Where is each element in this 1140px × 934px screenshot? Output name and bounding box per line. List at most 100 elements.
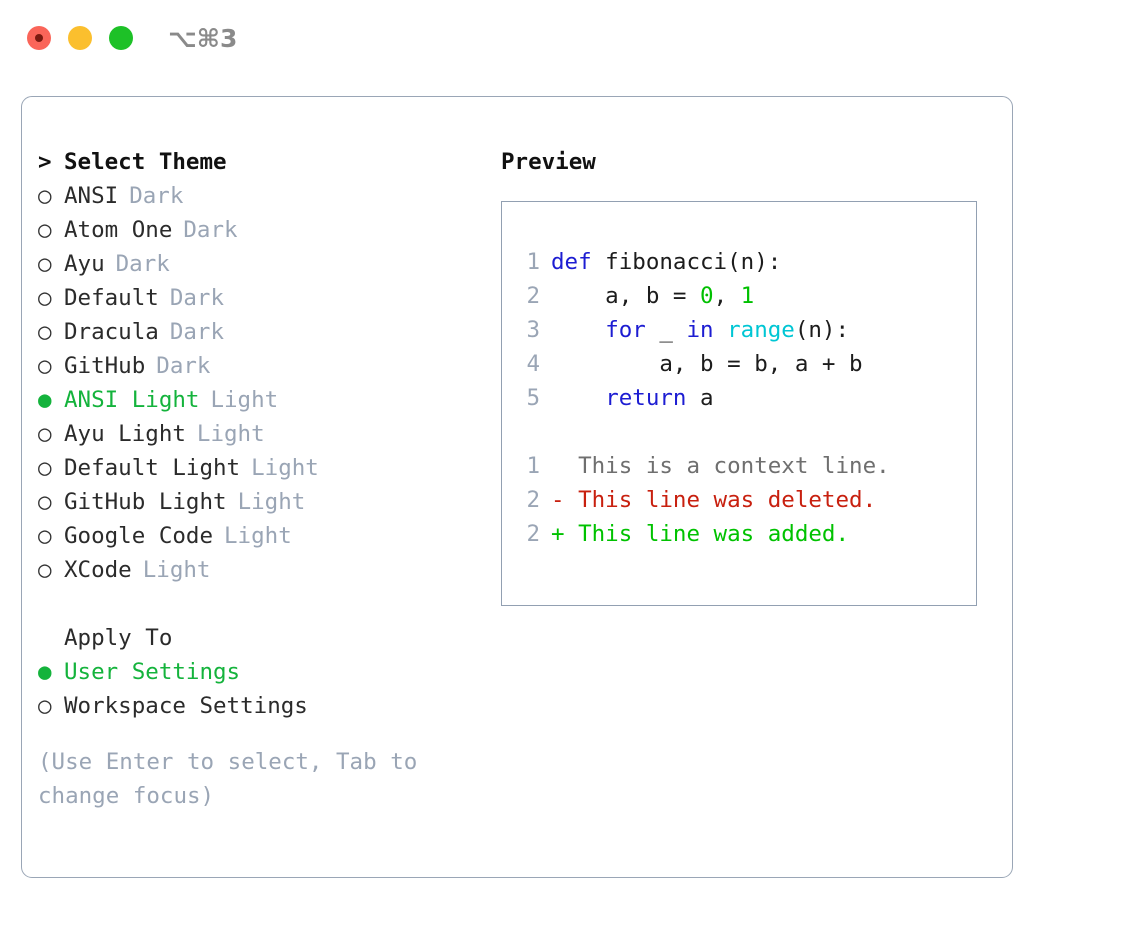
theme-name: Ayu bbox=[64, 251, 105, 277]
diff-line-context: 1 This is a context line. bbox=[502, 449, 976, 483]
close-window-button[interactable] bbox=[27, 26, 51, 50]
theme-kind-label: Light bbox=[142, 557, 211, 583]
window-controls bbox=[27, 26, 133, 50]
apply-to-option-label: User Settings bbox=[64, 659, 241, 685]
theme-kind-label: Dark bbox=[129, 183, 184, 209]
code-token-keyword: return bbox=[605, 385, 687, 411]
maximize-window-button[interactable] bbox=[109, 26, 133, 50]
apply-to-option-label: Workspace Settings bbox=[64, 693, 308, 719]
diff-sign: + bbox=[551, 521, 579, 547]
code-line: 2 a, b = 0, 1 bbox=[502, 279, 976, 313]
theme-kind-label: Light bbox=[224, 523, 292, 549]
line-number: 2 bbox=[526, 487, 540, 513]
diff-line-added: 2 + This line was added. bbox=[502, 517, 976, 551]
code-token-plain: , bbox=[713, 283, 741, 309]
theme-kind-label: Light bbox=[251, 455, 319, 481]
theme-option-google-code[interactable]: ○ Google Code Light bbox=[38, 519, 498, 553]
theme-name: GitHub Light bbox=[64, 489, 227, 515]
radio-unselected-icon: ○ bbox=[38, 285, 52, 311]
apply-to-option-workspace-settings[interactable]: ○ Workspace Settings bbox=[38, 689, 498, 723]
code-preview-box: 1 def fibonacci(n): 2 a, b = 0, 1 3 for … bbox=[501, 201, 977, 606]
code-token-keyword: def bbox=[551, 249, 592, 275]
theme-option-github-light[interactable]: ○ GitHub Light Light bbox=[38, 485, 498, 519]
radio-unselected-icon: ○ bbox=[38, 523, 52, 549]
code-line-content: a, b = 0, 1 bbox=[540, 279, 754, 313]
apply-to-option-user-settings[interactable]: ● User Settings bbox=[38, 655, 498, 689]
code-token-plain: a bbox=[686, 385, 714, 411]
code-token-number: 0 bbox=[700, 283, 714, 309]
theme-name: Default bbox=[64, 285, 159, 311]
diff-text: This line was deleted. bbox=[578, 487, 877, 513]
theme-kind-label: Light bbox=[210, 387, 279, 413]
preview-column: Preview 1 def fibonacci(n): 2 a, b = 0, … bbox=[501, 145, 1001, 606]
prompt-caret-icon: > bbox=[38, 149, 52, 175]
code-token-plain: (n): bbox=[794, 317, 850, 343]
radio-unselected-icon: ○ bbox=[38, 319, 52, 345]
code-token-plain bbox=[551, 317, 605, 343]
diff-line-content: - This line was deleted. bbox=[540, 483, 876, 517]
theme-kind-label: Light bbox=[196, 421, 265, 447]
code-line-content: def fibonacci(n): bbox=[540, 245, 781, 279]
diff-sign: - bbox=[551, 487, 579, 513]
theme-kind-label: Dark bbox=[169, 285, 225, 311]
theme-name: ANSI Light bbox=[64, 387, 200, 413]
code-token-plain: _ bbox=[645, 317, 687, 343]
code-line-content: return a bbox=[540, 381, 714, 415]
theme-name: Atom One bbox=[64, 217, 173, 243]
minimize-window-button[interactable] bbox=[68, 26, 92, 50]
title-bar: ⌥⌘3 bbox=[0, 0, 1140, 78]
line-number: 1 bbox=[526, 453, 540, 479]
theme-kind-label: Dark bbox=[169, 319, 225, 345]
theme-name: Ayu Light bbox=[64, 421, 186, 447]
select-theme-header: > Select Theme bbox=[38, 145, 498, 179]
radio-unselected-icon: ○ bbox=[38, 693, 52, 719]
list-spacer bbox=[38, 587, 498, 621]
theme-kind-label: Dark bbox=[115, 251, 170, 277]
keyboard-shortcut-label: ⌥⌘3 bbox=[168, 24, 238, 53]
theme-picker-column: > Select Theme ○ ANSI Dark ○ Atom One Da… bbox=[38, 145, 498, 813]
radio-selected-icon: ● bbox=[38, 659, 52, 685]
theme-name: GitHub bbox=[64, 353, 146, 379]
radio-unselected-icon: ○ bbox=[38, 421, 52, 447]
theme-kind-label: Dark bbox=[183, 217, 238, 243]
theme-option-atom-one-dark[interactable]: ○ Atom One Dark bbox=[38, 213, 498, 247]
radio-selected-icon: ● bbox=[38, 387, 52, 413]
code-line: 3 for _ in range(n): bbox=[502, 313, 976, 347]
theme-kind-label: Light bbox=[237, 489, 306, 515]
select-theme-header-label: Select Theme bbox=[64, 149, 227, 175]
diff-text: This line was added. bbox=[578, 521, 850, 547]
radio-unselected-icon: ○ bbox=[38, 217, 52, 243]
line-number: 3 bbox=[526, 317, 540, 343]
code-token-number: 1 bbox=[740, 283, 755, 309]
theme-option-ansi-dark[interactable]: ○ ANSI Dark bbox=[38, 179, 498, 213]
theme-option-dracula-dark[interactable]: ○ Dracula Dark bbox=[38, 315, 498, 349]
diff-line-content: This is a context line. bbox=[540, 449, 890, 483]
theme-option-xcode[interactable]: ○ XCode Light bbox=[38, 553, 498, 587]
apply-to-header: Apply To bbox=[64, 625, 173, 651]
theme-name: XCode bbox=[64, 557, 132, 583]
code-token-keyword: for bbox=[605, 317, 646, 343]
radio-unselected-icon: ○ bbox=[38, 183, 52, 209]
theme-option-ayu-light[interactable]: ○ Ayu Light Light bbox=[38, 417, 498, 451]
theme-option-default-dark[interactable]: ○ Default Dark bbox=[38, 281, 498, 315]
line-number: 5 bbox=[526, 385, 540, 411]
panel-columns: > Select Theme ○ ANSI Dark ○ Atom One Da… bbox=[22, 97, 1012, 877]
code-line: 1 def fibonacci(n): bbox=[502, 245, 976, 279]
line-number: 2 bbox=[526, 283, 540, 309]
theme-option-ayu-dark[interactable]: ○ Ayu Dark bbox=[38, 247, 498, 281]
theme-option-ansi-light[interactable]: ● ANSI Light Light bbox=[38, 383, 498, 417]
theme-option-default-light[interactable]: ○ Default Light Light bbox=[38, 451, 498, 485]
code-token-plain bbox=[551, 385, 605, 411]
code-blank-line bbox=[502, 415, 976, 449]
theme-kind-label: Dark bbox=[156, 353, 211, 379]
theme-name: ANSI bbox=[64, 183, 119, 209]
diff-line-deleted: 2 - This line was deleted. bbox=[502, 483, 976, 517]
radio-unselected-icon: ○ bbox=[38, 489, 52, 515]
code-line: 5 return a bbox=[502, 381, 976, 415]
theme-option-github-dark[interactable]: ○ GitHub Dark bbox=[38, 349, 498, 383]
theme-name: Google Code bbox=[64, 523, 214, 549]
radio-unselected-icon: ○ bbox=[38, 455, 52, 481]
radio-unselected-icon: ○ bbox=[38, 251, 52, 277]
code-token-plain: fibonacci(n): bbox=[591, 249, 782, 275]
